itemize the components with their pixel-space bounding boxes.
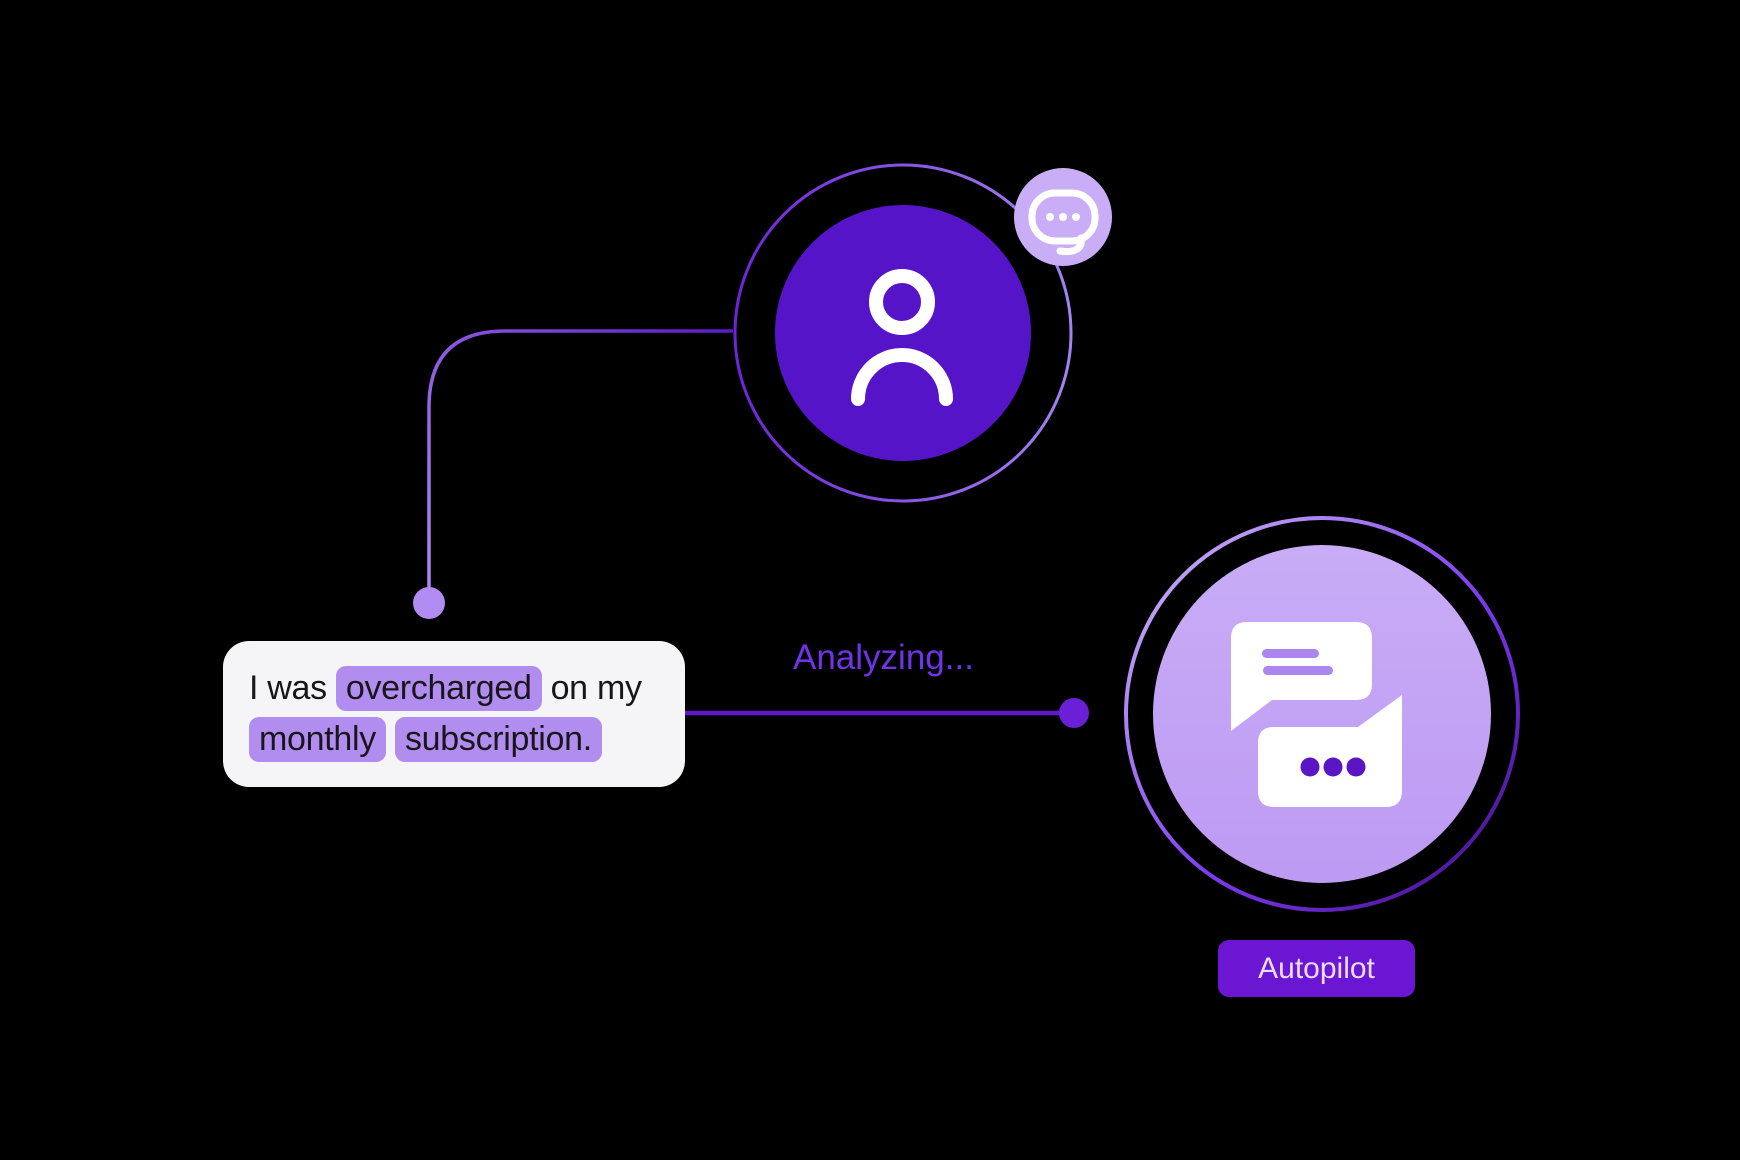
message-line-2: monthly subscription. (249, 716, 685, 763)
user-node-ring (733, 163, 1073, 503)
connector-endpoint-dot-left (413, 587, 445, 619)
message-highlight: subscription. (394, 717, 602, 762)
message-text: on my (550, 669, 642, 707)
message-highlight: overcharged (335, 666, 542, 711)
bot-node-ring (1124, 516, 1520, 912)
message-text: I was (249, 669, 327, 707)
connector-endpoint-dot-right (1059, 698, 1089, 728)
conversation-icon (1231, 622, 1402, 807)
message-highlight: monthly (249, 717, 386, 762)
typing-dots (1300, 757, 1366, 777)
chat-bubble-icon (1028, 189, 1099, 256)
analyzing-status-label: Analyzing... (793, 638, 974, 677)
user-icon (851, 269, 953, 406)
message-line-1: I was overcharged on my (249, 665, 685, 712)
chat-bubble-icon-dots (1046, 213, 1080, 221)
autopilot-button[interactable]: Autopilot (1218, 940, 1415, 997)
bot-node-circle (1153, 545, 1491, 883)
connector-user-to-message (427, 329, 733, 590)
customer-message-bubble: I was overcharged on my monthly subscrip… (223, 641, 685, 787)
